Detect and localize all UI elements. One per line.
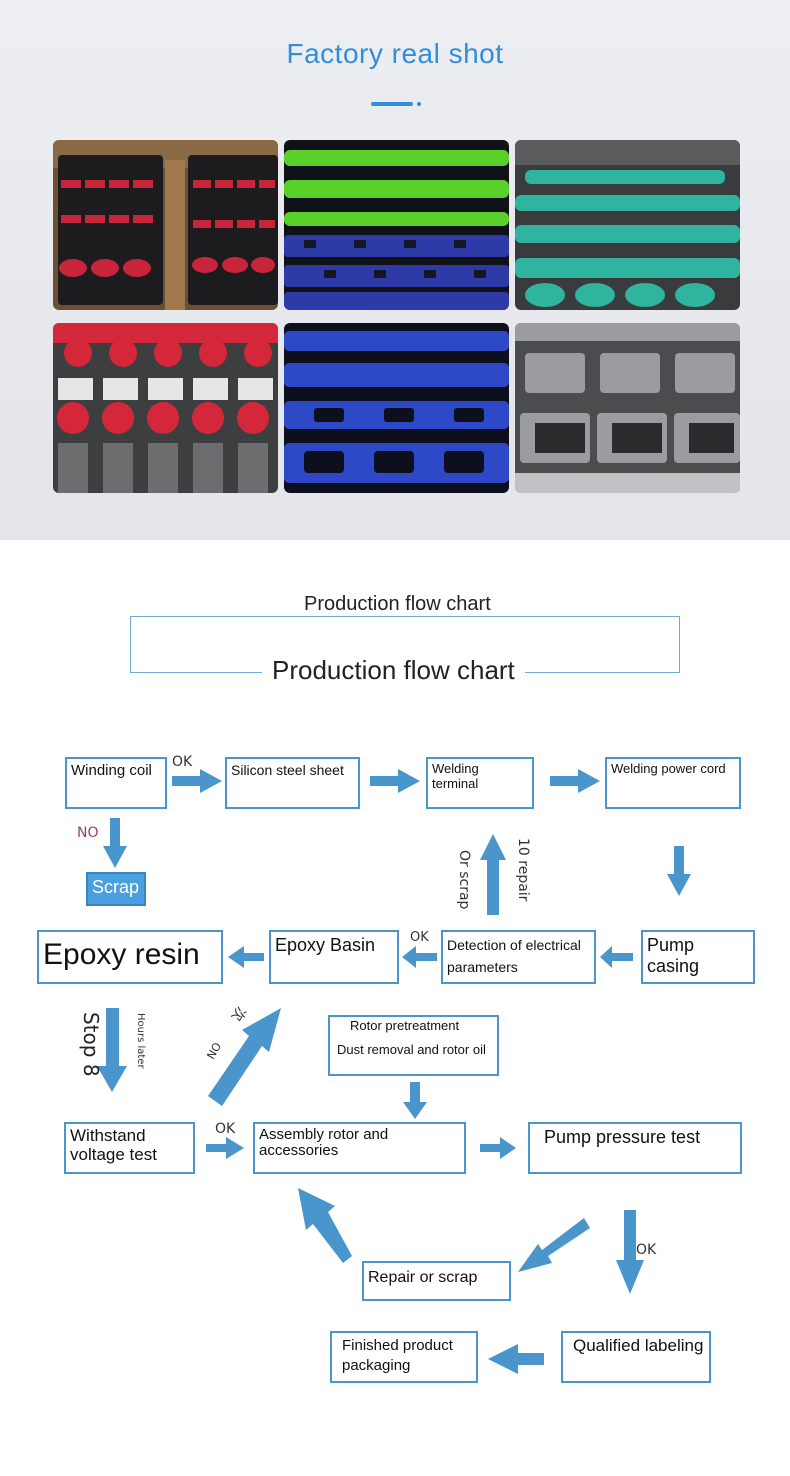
node-winding-coil: Winding coil xyxy=(65,757,167,809)
node-repair-or-scrap: Repair or scrap xyxy=(362,1261,511,1301)
arrow-resin-withstand xyxy=(97,1008,127,1092)
label-stop-8: Stop 8 xyxy=(79,1012,103,1077)
label-ok-1: OK xyxy=(172,754,193,770)
node-epoxy-resin: Epoxy resin xyxy=(37,930,223,984)
node-assembly-rotor: Assembly rotor and accessories xyxy=(253,1122,466,1174)
photo-teal-pumps xyxy=(515,140,740,310)
label-ok-2: OK xyxy=(410,930,429,945)
node-rotor-group: Rotor pretreatment Dust removal and roto… xyxy=(328,1015,499,1076)
photo-red-grey-pumps xyxy=(53,323,278,493)
node-welding-power-cord: Welding power cord xyxy=(605,757,741,809)
node-pump-pressure-test: Pump pressure test xyxy=(528,1122,742,1174)
arrow-qualified-finished xyxy=(488,1344,544,1374)
photo-blue-pumps xyxy=(284,323,509,493)
flowchart-title-small: Production flow chart xyxy=(290,594,528,614)
arrow-terminal-cord xyxy=(550,769,600,793)
arrow-pressure-repair xyxy=(518,1218,590,1272)
label-ok-4: OK xyxy=(636,1242,657,1258)
arrow-basin-resin xyxy=(228,946,264,968)
arrow-winding-scrap xyxy=(103,818,127,868)
arrow-rotor-assembly xyxy=(403,1082,427,1119)
arrow-cord-casing xyxy=(667,846,691,896)
label-no: NO xyxy=(77,825,99,841)
photo-green-blue-pumps xyxy=(284,140,509,310)
node-silicon-steel-sheet: Silicon steel sheet xyxy=(225,757,360,809)
arrow-detection-terminal xyxy=(480,834,506,915)
photo-red-pumps xyxy=(53,140,278,310)
node-rotor-pretreatment: Rotor pretreatment xyxy=(350,1018,460,1033)
photo-grey-pumps xyxy=(515,323,740,493)
node-epoxy-basin: Epoxy Basin xyxy=(269,930,399,984)
node-finished-packaging: Finished product packaging xyxy=(330,1331,478,1383)
node-withstand-voltage: Withstand voltage test xyxy=(64,1122,195,1174)
node-pump-casing: Pump casing xyxy=(641,930,755,984)
arrow-withstand-assembly xyxy=(206,1137,244,1159)
node-detection: Detection of electrical parameters xyxy=(441,930,596,984)
label-ok-3: OK xyxy=(215,1121,236,1137)
title-underline-dot xyxy=(417,102,421,106)
arrow-pressure-qualified xyxy=(616,1210,644,1294)
label-10-repair: 10 repair xyxy=(515,838,531,902)
arrow-assembly-pressure xyxy=(480,1137,516,1159)
flowchart-title: Production flow chart xyxy=(262,656,525,684)
label-hours-later: Hours later xyxy=(135,1013,146,1069)
title-underline xyxy=(371,102,413,106)
node-welding-terminal: Welding terminal xyxy=(426,757,534,809)
arrow-casing-detection xyxy=(600,946,633,968)
arrow-repair-assembly xyxy=(298,1188,352,1263)
node-dust-removal: Dust removal and rotor oil xyxy=(337,1042,486,1057)
node-scrap: Scrap xyxy=(86,872,146,906)
arrow-withstand-basin xyxy=(208,1008,281,1106)
arrow-winding-silicon xyxy=(172,769,222,793)
node-qualified-labeling: Qualified labeling xyxy=(561,1331,711,1383)
arrow-silicon-terminal xyxy=(370,769,420,793)
label-or-scrap: Or scrap xyxy=(456,850,472,910)
factory-title: Factory real shot xyxy=(286,38,504,69)
arrow-detection-basin xyxy=(402,946,437,968)
